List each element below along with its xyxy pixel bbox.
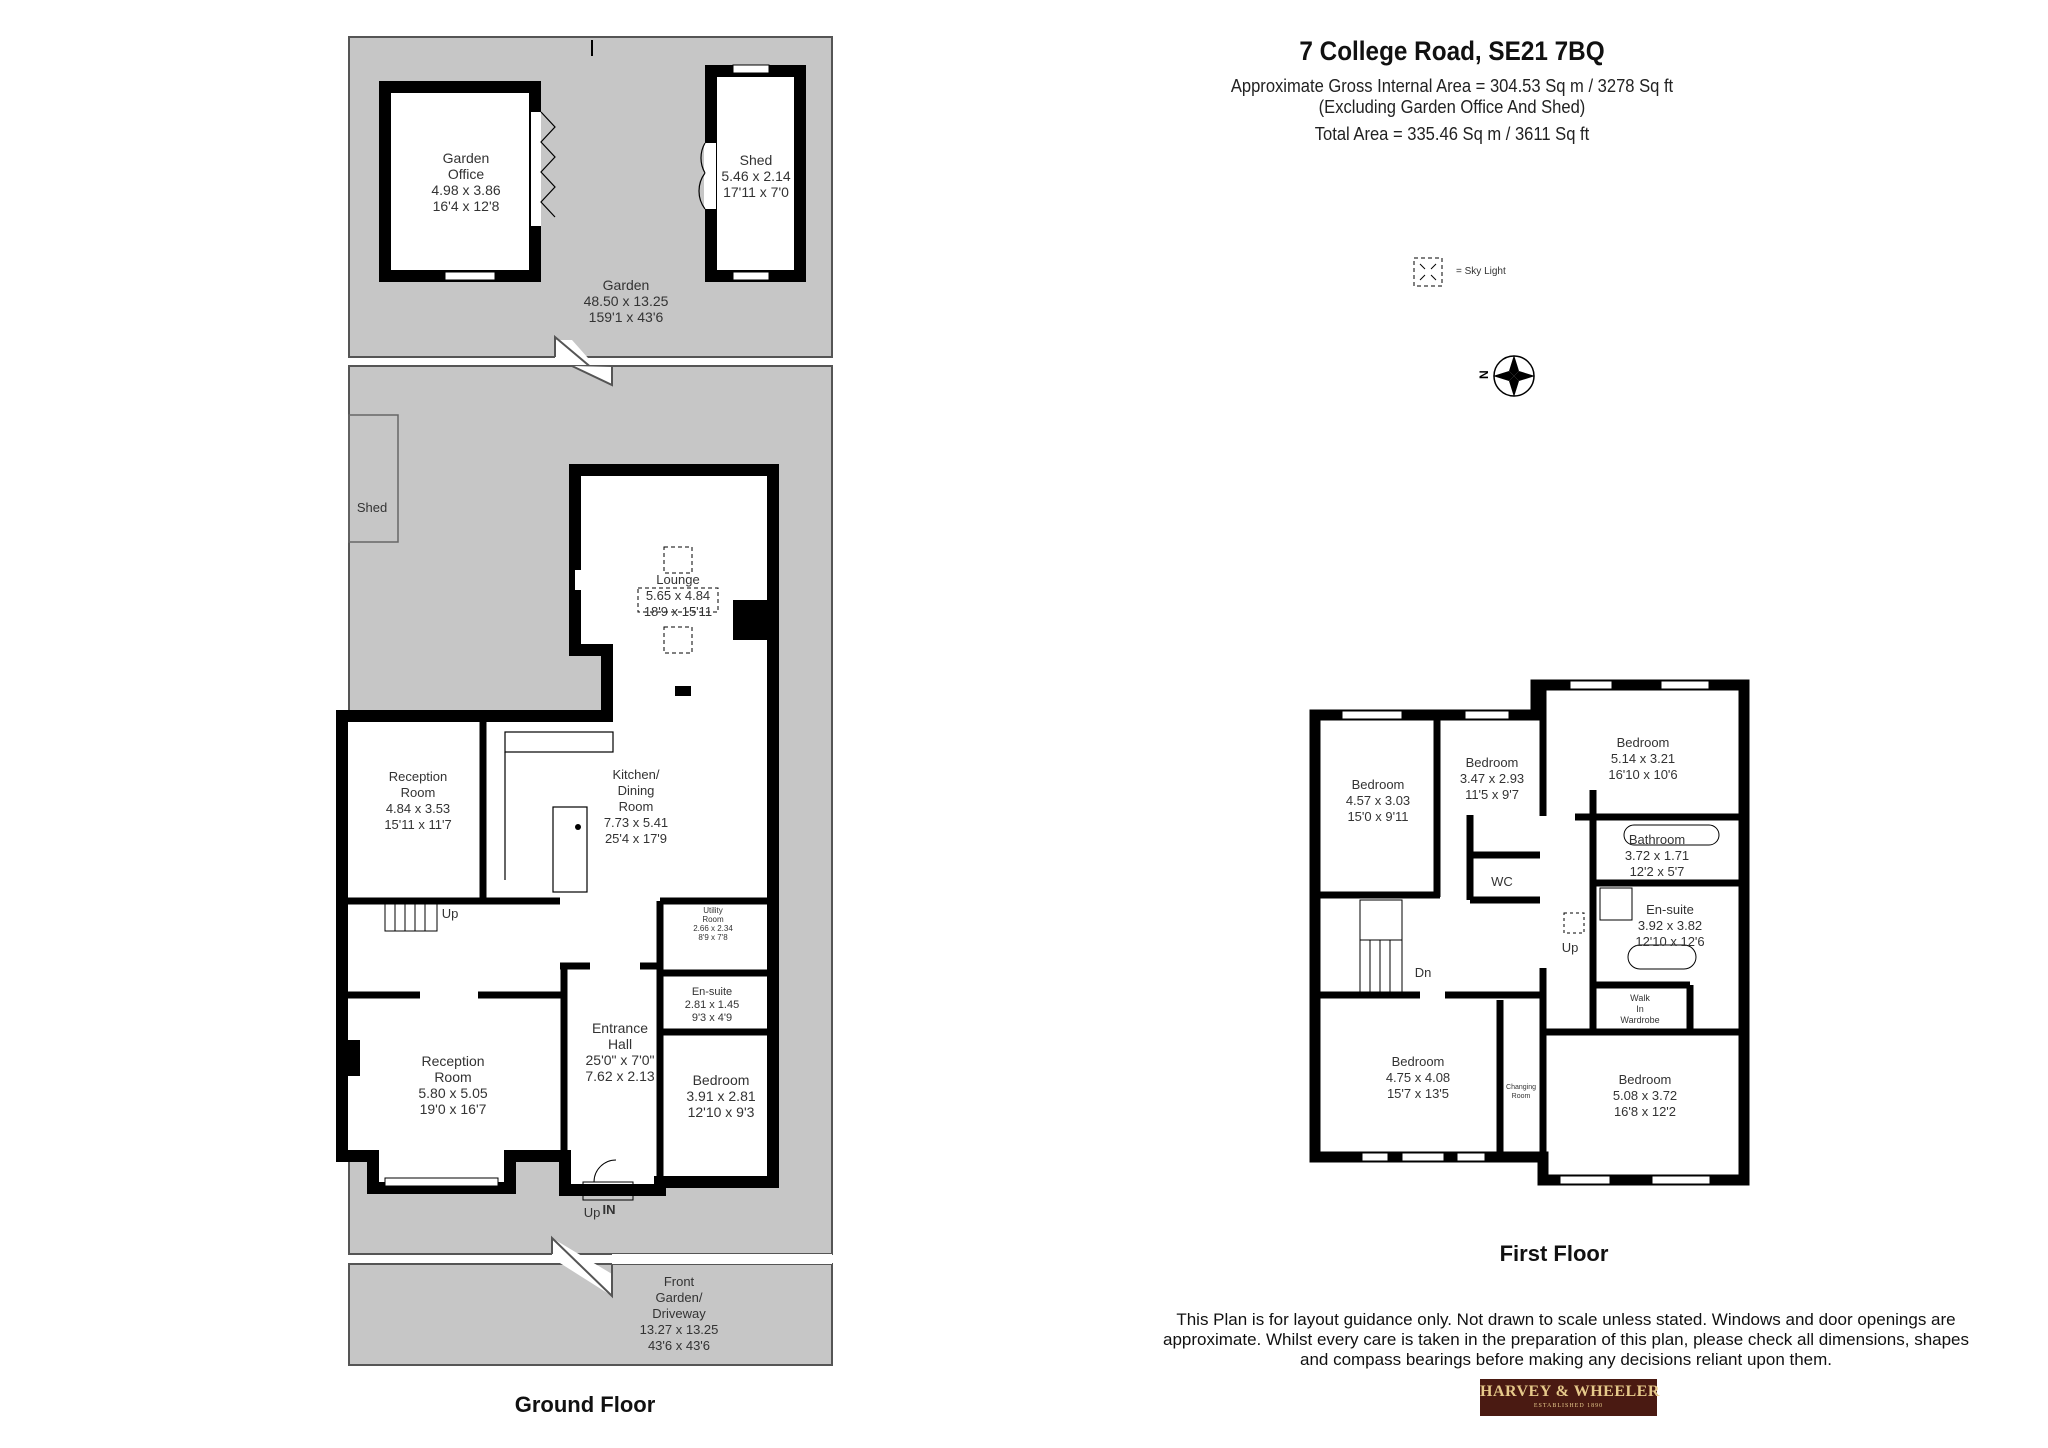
ground-floor-room-label: Up	[442, 906, 459, 921]
first-floor-room-label: Bedroom	[1392, 1054, 1445, 1069]
first-floor-room-label: Room	[1512, 1093, 1531, 1100]
first-floor-room-label: Changing	[1506, 1084, 1536, 1091]
ground-floor-room-label: 2.66 x 2.34	[693, 924, 733, 933]
ground-floor-room-label: Driveway	[652, 1306, 706, 1321]
property-title: 7 College Road, SE21 7BQ	[1299, 36, 1605, 66]
first-floor-room-label: 4.57 x 3.03	[1346, 793, 1410, 808]
first-floor-room-label: Bedroom	[1619, 1072, 1672, 1087]
logo-tagline: ESTABLISHED 1890	[1533, 1403, 1604, 1409]
compass-rose-icon: N	[1477, 355, 1535, 397]
first-floor-room-label: 15'7 x 13'5	[1387, 1086, 1449, 1101]
first-floor-room-label: Bedroom	[1352, 777, 1405, 792]
first-floor-room-label: 5.14 x 3.21	[1611, 751, 1675, 766]
ground-floor-room-label: Room	[619, 799, 654, 814]
compass-north-label: N	[1477, 370, 1491, 379]
ground-floor-room-label: Kitchen/	[613, 767, 660, 782]
ground-floor-room-label: 7.62 x 2.13	[585, 1068, 654, 1084]
ground-floor-room-label: 3.91 x 2.81	[686, 1088, 755, 1104]
ground-floor-room-label: Room	[434, 1069, 471, 1085]
first-floor-room-label: Bedroom	[1617, 735, 1670, 750]
first-floor-room-label: WC	[1491, 874, 1513, 889]
first-floor-room-label: Bedroom	[1466, 755, 1519, 770]
first-floor-room-label: En-suite	[1646, 902, 1694, 917]
first-floor-room-label: Walk	[1630, 993, 1650, 1003]
ground-floor-house	[336, 464, 779, 1201]
ground-floor-room-label: Hall	[608, 1036, 632, 1052]
ground-floor-room-label: Reception	[421, 1053, 484, 1069]
first-floor-room-label: Up	[1562, 940, 1579, 955]
ground-floor-room-label: 8'9 x 7'8	[698, 933, 728, 942]
ground-floor-room-label: Utility	[703, 906, 723, 915]
first-floor-room-label: 3.47 x 2.93	[1460, 771, 1524, 786]
ground-floor-room-label: Garden	[603, 277, 650, 293]
ground-floor-room-label: 25'4 x 17'9	[605, 831, 667, 846]
ground-floor-room-label: 12'10 x 9'3	[688, 1104, 755, 1120]
garden-office	[379, 81, 556, 282]
ground-floor-room-label: Room	[401, 785, 436, 800]
ground-floor-room-label: 16'4 x 12'8	[433, 198, 500, 214]
first-floor-room-label: 12'10 x 12'6	[1635, 934, 1704, 949]
first-floor-room-label: 11'5 x 9'7	[1465, 787, 1519, 802]
ground-floor-room-label: 159'1 x 43'6	[589, 309, 664, 325]
ground-floor-room-label: 48.50 x 13.25	[584, 293, 669, 309]
ground-floor-room-label: 7.73 x 5.41	[604, 815, 668, 830]
ground-floor-room-label: Reception	[389, 769, 448, 784]
ground-floor-room-label: 43'6 x 43'6	[648, 1338, 710, 1353]
ground-floor-room-label: 15'11 x 11'7	[384, 817, 451, 832]
ground-floor-room-label: 19'0 x 16'7	[420, 1101, 487, 1117]
front-garden	[348, 1235, 833, 1366]
first-floor-room-label: In	[1636, 1004, 1644, 1014]
ground-floor-title: Ground Floor	[514, 1392, 656, 1417]
area-exclusion-note: (Excluding Garden Office And Shed)	[1318, 97, 1586, 117]
first-floor-room-label: 4.75 x 4.08	[1386, 1070, 1450, 1085]
ground-floor-room-label: Office	[448, 166, 485, 182]
ground-floor-room-label: Shed	[740, 152, 773, 168]
gross-internal-area: Approximate Gross Internal Area = 304.53…	[1230, 76, 1674, 96]
first-floor-room-label: 3.72 x 1.71	[1625, 848, 1689, 863]
harvey-wheeler-logo: HARVEY & WHEELER ESTABLISHED 1890	[1480, 1379, 1660, 1416]
ground-floor-room-label: 4.98 x 3.86	[431, 182, 500, 198]
ground-floor-room-label: 25'0" x 7'0"	[586, 1052, 655, 1068]
ground-floor-room-label: 9'3 x 4'9	[692, 1012, 732, 1024]
ground-floor-room-label: Garden	[443, 150, 490, 166]
ground-floor-room-label: 17'11 x 7'0	[723, 184, 789, 200]
ground-floor-room-label: 18'9 x 15'11	[644, 604, 712, 619]
sky-light-legend-label: = Sky Light	[1456, 266, 1506, 277]
logo-name: HARVEY & WHEELER	[1480, 1383, 1660, 1400]
ground-floor-room-label: IN	[603, 1202, 616, 1217]
ground-floor-room-label: Up	[584, 1205, 601, 1220]
first-floor-room-label: 3.92 x 3.82	[1638, 918, 1702, 933]
ground-floor-room-label: 13.27 x 13.25	[640, 1322, 719, 1337]
ground-floor-room-label: 5.46 x 2.14	[721, 168, 790, 184]
ground-floor-room-label: Entrance	[592, 1020, 648, 1036]
garden-shed	[698, 64, 806, 282]
first-floor-house	[1309, 679, 1750, 1186]
first-floor-room-label: 16'10 x 10'6	[1608, 767, 1677, 782]
ground-floor-room-label: En-suite	[692, 986, 732, 998]
ground-floor-room-label: 2.81 x 1.45	[685, 999, 739, 1011]
ground-floor-room-label: Room	[702, 915, 724, 924]
total-area: Total Area = 335.46 Sq m / 3611 Sq ft	[1314, 124, 1590, 144]
ground-floor-room-label: Dining	[618, 783, 655, 798]
first-floor-room-label: Dn	[1415, 965, 1432, 980]
first-floor-room-label: 16'8 x 12'2	[1614, 1104, 1676, 1119]
ground-floor-room-label: 5.80 x 5.05	[418, 1085, 487, 1101]
first-floor-room-label: Bathroom	[1629, 832, 1685, 847]
first-floor-room-label: 15'0 x 9'11	[1347, 809, 1408, 824]
ground-floor-room-label: Lounge	[656, 572, 699, 587]
ground-floor-room-label: Shed	[357, 500, 387, 515]
ground-floor-room-label: Front	[664, 1274, 695, 1289]
disclaimer-text: This Plan is for layout guidance only. N…	[1162, 1310, 1970, 1369]
ground-floor-room-label: Bedroom	[693, 1072, 750, 1088]
ground-floor-room-label: 5.65 x 4.84	[646, 588, 710, 603]
first-floor-room-label: Wardrobe	[1620, 1015, 1659, 1025]
ground-floor-room-label: Garden/	[656, 1290, 703, 1305]
first-floor-room-label: 12'2 x 5'7	[1630, 864, 1685, 879]
ground-floor-room-label: 4.84 x 3.53	[386, 801, 450, 816]
sky-light-legend-icon	[1413, 257, 1443, 287]
first-floor-title: First Floor	[1499, 1241, 1609, 1266]
first-floor-room-label: 5.08 x 3.72	[1613, 1088, 1677, 1103]
